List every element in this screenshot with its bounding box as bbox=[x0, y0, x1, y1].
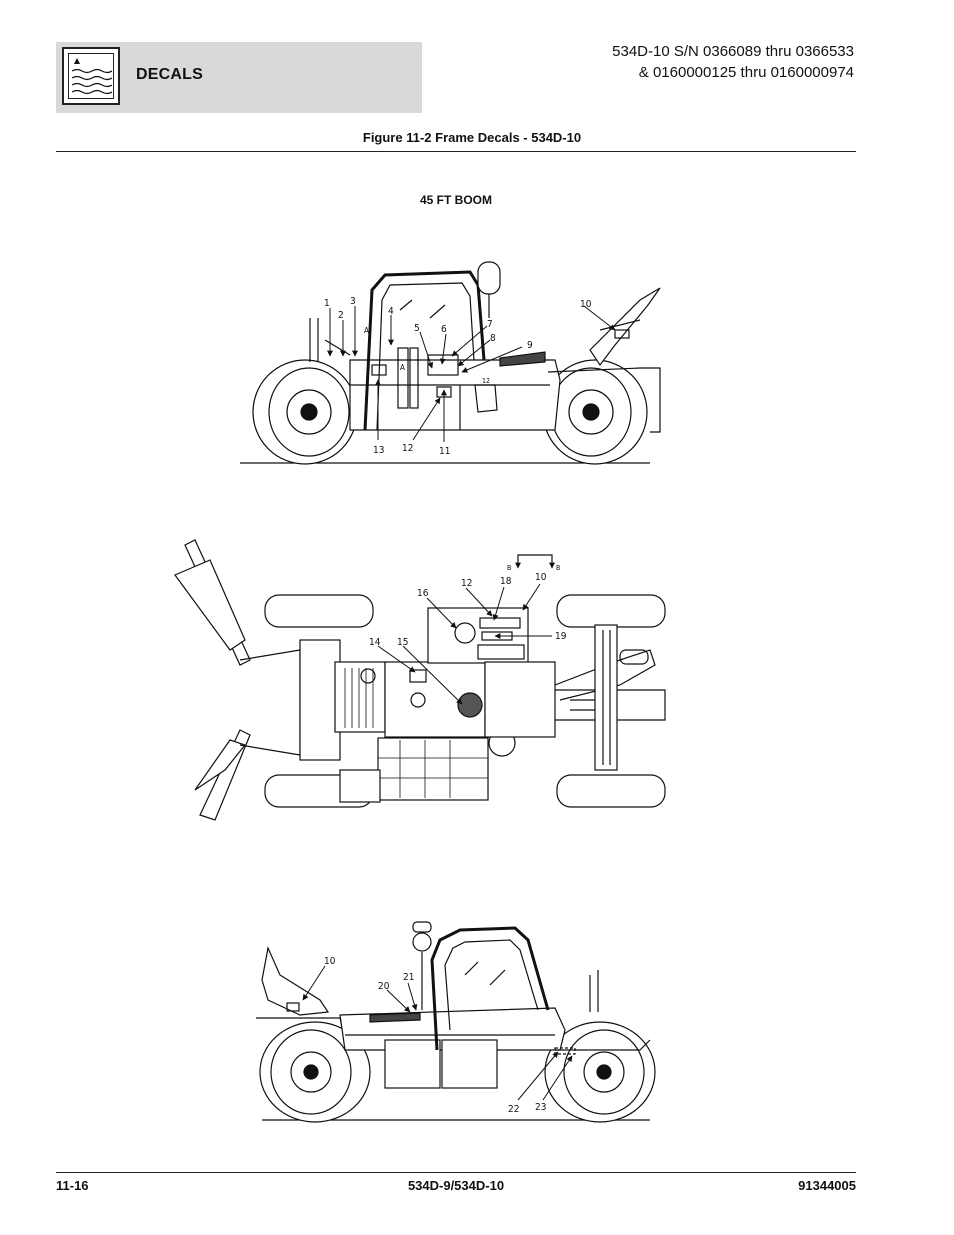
callout-3: 3 bbox=[350, 296, 356, 307]
view-label-b1: B bbox=[507, 564, 511, 572]
callout-12-decal: 12 bbox=[482, 377, 490, 385]
top-view-callouts: 16 12 18 10 19 14 15 B B bbox=[369, 564, 567, 648]
callout-16: 16 bbox=[417, 588, 429, 599]
callout-21: 21 bbox=[403, 972, 414, 983]
side-view-callouts: 1 2 3 4 5 6 7 8 9 10 11 12 13 12 A A bbox=[324, 296, 592, 457]
model-serial-line-1: 534D-10 S/N 0366089 thru 0366533 bbox=[612, 43, 854, 60]
callout-15: 15 bbox=[397, 637, 408, 648]
callout-19: 19 bbox=[555, 631, 567, 642]
view-label-a1: A bbox=[364, 326, 369, 335]
callout-5: 5 bbox=[414, 323, 420, 334]
footer-divider bbox=[56, 1172, 856, 1173]
header-divider bbox=[56, 151, 856, 152]
rear-wheel bbox=[252, 359, 358, 465]
view-label-a2: A bbox=[400, 363, 405, 372]
callout-6: 6 bbox=[441, 324, 447, 335]
callout-10-top: 10 bbox=[535, 572, 547, 583]
view-label-b2: B bbox=[556, 564, 560, 572]
callout-7: 7 bbox=[487, 319, 493, 330]
figure-title: Figure 11-2 Frame Decals - 534D-10 bbox=[362, 130, 582, 145]
part-number: 91344005 bbox=[798, 1178, 856, 1193]
opposite-side-view-drawing bbox=[256, 921, 656, 1123]
boom-label: 45 FT BOOM bbox=[419, 193, 492, 207]
callout-12-top: 12 bbox=[461, 578, 472, 589]
rear-wheel-2 bbox=[259, 1021, 371, 1123]
callout-4: 4 bbox=[388, 306, 394, 317]
callout-12: 12 bbox=[402, 443, 413, 454]
callout-10-rear: 10 bbox=[324, 956, 336, 967]
front-wheel-2 bbox=[544, 1021, 656, 1123]
callout-14: 14 bbox=[369, 637, 381, 648]
callout-22: 22 bbox=[508, 1104, 519, 1115]
callout-2: 2 bbox=[338, 310, 344, 321]
side-view-drawing bbox=[240, 261, 661, 465]
top-view-drawing bbox=[174, 539, 666, 821]
callout-13: 13 bbox=[373, 445, 384, 456]
callout-18: 18 bbox=[500, 576, 512, 587]
section-title: DECALS bbox=[136, 66, 203, 83]
callout-10: 10 bbox=[580, 299, 592, 310]
callout-8: 8 bbox=[490, 333, 496, 344]
callout-1: 1 bbox=[324, 298, 330, 309]
page-number: 11-16 bbox=[56, 1178, 89, 1193]
callout-11: 11 bbox=[439, 446, 450, 457]
model-serial-line-2: & 0160000125 thru 0160000974 bbox=[638, 64, 854, 81]
rear-view-callouts: 10 21 20 22 23 bbox=[324, 956, 546, 1115]
manual-title: 534D-9/534D-10 bbox=[407, 1178, 505, 1193]
callout-9: 9 bbox=[527, 340, 533, 351]
callout-23: 23 bbox=[535, 1102, 546, 1113]
callout-20: 20 bbox=[378, 981, 390, 992]
manual-book-icon bbox=[62, 47, 120, 105]
